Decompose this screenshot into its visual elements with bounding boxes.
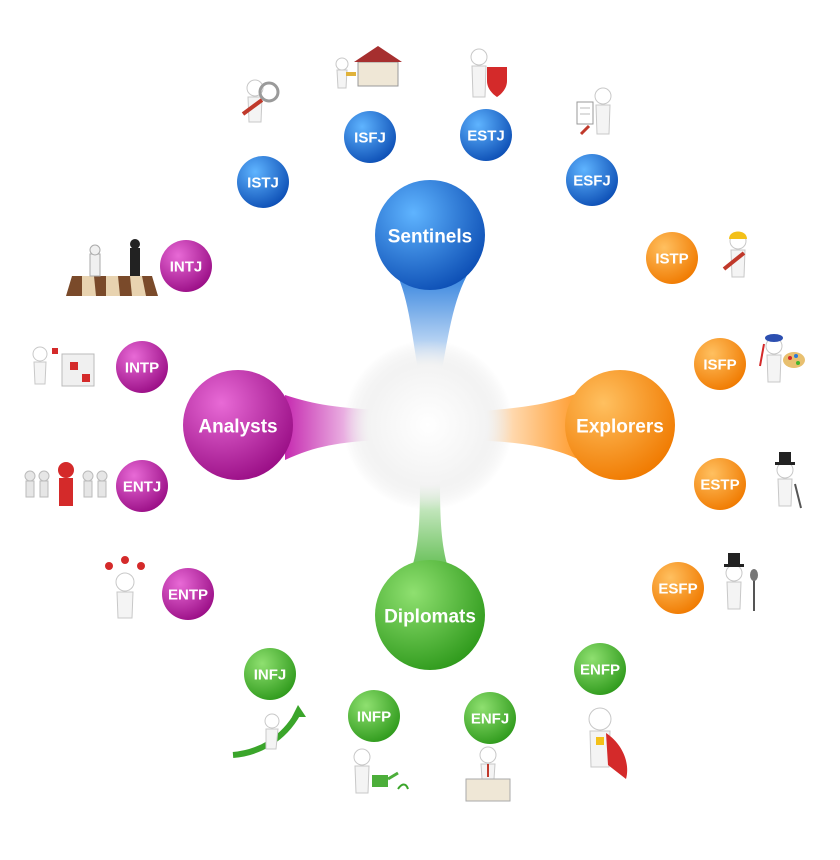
microphone-figure-icon [724,553,758,611]
hardhat-figure-icon [722,231,747,278]
clipboard-figure-icon [576,87,612,136]
svg-text:ISFP: ISFP [703,357,736,374]
type-bubble-estj[interactable]: ESTJ [460,109,512,161]
svg-text:ISTJ: ISTJ [247,175,279,192]
arrow-growth-figure-icon [232,705,306,758]
type-bubble-istp[interactable]: ISTP [646,232,698,284]
svg-text:INFJ: INFJ [254,667,287,684]
svg-text:ESTJ: ESTJ [467,128,505,145]
tophat-cane-figure-icon [775,452,802,509]
group-sentinels[interactable]: Sentinels [375,180,485,290]
idea-figure-icon [105,556,145,619]
type-bubble-intj[interactable]: INTJ [160,240,212,292]
svg-text:ISTP: ISTP [655,251,688,268]
svg-text:INFP: INFP [357,709,391,726]
svg-text:ESFP: ESFP [658,581,697,598]
group-explorers[interactable]: Explorers [565,370,675,480]
group-diplomats[interactable]: Diplomats [375,560,485,670]
type-bubble-entp[interactable]: ENTP [162,568,214,620]
type-bubble-esfj[interactable]: ESFJ [566,154,618,206]
watering-can-figure-icon [353,748,409,794]
type-bubble-istj[interactable]: ISTJ [237,156,289,208]
house-figure-icon [335,46,402,89]
type-bubble-entj[interactable]: ENTJ [116,460,168,512]
stem-sentinels [395,270,470,380]
shield-figure-icon [470,48,507,98]
type-bubble-intp[interactable]: INTP [116,341,168,393]
svg-text:ESFJ: ESFJ [573,173,611,190]
svg-text:ENTP: ENTP [168,587,208,604]
hub-center [343,340,513,510]
svg-text:ISFJ: ISFJ [354,130,386,147]
group-label-diplomats: Diplomats [384,607,476,628]
group-label-analysts: Analysts [198,417,277,438]
group-label-sentinels: Sentinels [388,227,472,248]
svg-text:ESTP: ESTP [700,477,739,494]
type-bubble-infj[interactable]: INFJ [244,648,296,700]
type-bubble-enfj[interactable]: ENFJ [464,692,516,744]
type-bubble-enfp[interactable]: ENFP [574,643,626,695]
type-bubble-infp[interactable]: INFP [348,690,400,742]
type-bubble-esfp[interactable]: ESFP [652,562,704,614]
stem-diplomats [405,470,455,585]
svg-text:ENFJ: ENFJ [471,711,509,728]
type-bubble-isfj[interactable]: ISFJ [344,111,396,163]
svg-text:INTP: INTP [125,360,159,377]
podium-figure-icon [465,746,511,802]
superhero-figure-icon [588,707,628,779]
svg-text:ENFP: ENFP [580,662,620,679]
group-label-explorers: Explorers [576,417,664,438]
type-bubble-isfp[interactable]: ISFP [694,338,746,390]
cube-puzzle-figure-icon [32,346,95,387]
stem-explorers [470,392,580,460]
chess-board-icon [66,239,158,296]
svg-text:INTJ: INTJ [170,259,203,276]
type-bubble-estp[interactable]: ESTP [694,458,746,510]
painter-figure-icon [759,334,805,383]
leader-crowd-icon [24,462,108,506]
magnifier-figure-icon [241,79,280,123]
group-analysts[interactable]: Analysts [183,370,293,480]
svg-text:ENTJ: ENTJ [123,479,161,496]
